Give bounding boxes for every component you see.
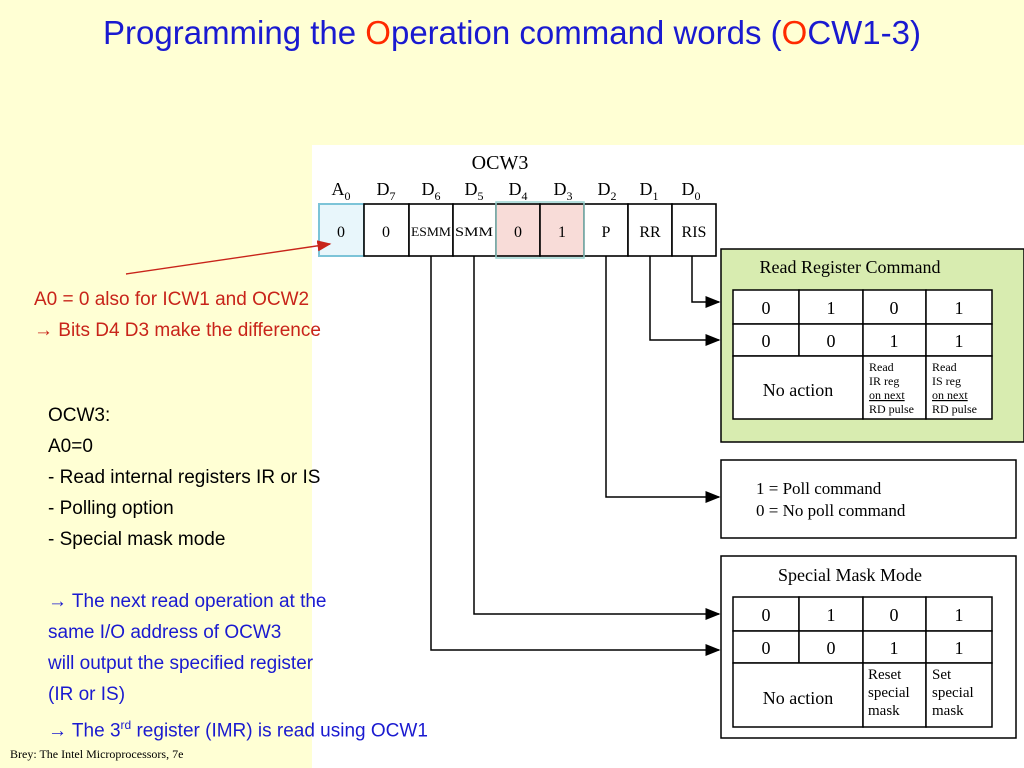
connector-lines [430, 256, 721, 656]
special-mask-mode-box: Special Mask Mode 0 1 0 1 0 0 1 1 No act… [720, 555, 1017, 739]
slide-title: Programming the Operation command words … [103, 14, 921, 51]
special-mask-title: Special Mask Mode [778, 565, 922, 585]
smm-row1-col2: 1 [827, 605, 836, 625]
smm-row1-col1: 0 [762, 605, 771, 625]
bit-cell-d0 [671, 203, 717, 257]
annotation-note: A0 = 0 also for ICW1 and OCW2 → Bits D4 … [34, 284, 321, 346]
smm-row1-col4: 1 [955, 605, 964, 625]
desc-line1: OCW3: [48, 405, 111, 426]
bit-value-smm: SMM [455, 224, 494, 239]
rr-read-is-line2: IS reg [932, 374, 961, 388]
smm-reset-line1: Reset [868, 667, 902, 683]
rr-row2-col4: 1 [955, 331, 964, 351]
poll-command-box: 1 = Poll command 0 = No poll command [720, 459, 1017, 539]
bit-value-esmm: ESMM [411, 224, 451, 239]
desc-line2: A0=0 [48, 436, 93, 457]
smm-row2-col2: 0 [827, 638, 836, 658]
bit-cell-d3 [539, 203, 585, 257]
desc-line7: same I/O address of OCW3 [48, 622, 282, 643]
rr-read-is-line3: on next [932, 388, 968, 402]
poll-connector [605, 256, 721, 503]
bit-header-d5: D5 [465, 179, 484, 203]
smm-no-action: No action [763, 688, 833, 708]
ocw3-heading: OCW3 [472, 152, 529, 174]
bit-header-d6: D6 [422, 179, 441, 203]
desc-line10: → The 3rd register (IMR) is read using O… [48, 718, 428, 742]
annotation-arrow [125, 240, 332, 275]
smm-connector [473, 256, 721, 620]
bit-header-d0: D0 [682, 179, 701, 203]
bit-header-d7: D7 [377, 179, 396, 203]
arrow-right-icon: → [34, 320, 53, 341]
rr-read-ir-line2: IR reg [869, 374, 899, 388]
smm-reset-line2: special [868, 685, 910, 701]
poll-line1: 1 = Poll command [756, 479, 882, 498]
rr-connector [649, 256, 721, 346]
bit-value-rr: RR [639, 224, 661, 241]
bit-value-p: P [602, 224, 611, 241]
desc-line5: - Special mask mode [48, 529, 226, 550]
bit-header-d2: D2 [598, 179, 617, 203]
read-register-title: Read Register Command [760, 257, 941, 277]
rr-read-is-line4: RD pulse [932, 402, 977, 416]
smm-set-line2: special [932, 685, 974, 701]
bit-cell-d1 [627, 203, 673, 257]
bit-header-d3: D3 [554, 179, 573, 203]
note-line2: → Bits D4 D3 make the difference [34, 320, 321, 341]
d4-d3-highlight [495, 201, 585, 259]
ocw3-diagram: OCW3 A0 D7 D6 D5 D4 D3 D2 D1 D0 0 0 ESMM… [312, 145, 1024, 768]
description-text: OCW3: A0=0 - Read internal registers IR … [48, 400, 428, 746]
bit-header-row: A0 D7 D6 D5 D4 D3 D2 D1 D0 [332, 179, 701, 203]
bit-value-d7: 0 [382, 224, 390, 241]
bit-header-d1: D1 [640, 179, 659, 203]
rr-read-is-line1: Read [932, 360, 957, 374]
smm-set-line1: Set [932, 667, 952, 683]
arrow-right-icon: → [48, 720, 67, 742]
smm-row2-col1: 0 [762, 638, 771, 658]
rr-row1-col1: 0 [762, 298, 771, 318]
bit-cell-d2 [583, 203, 629, 257]
rr-no-action: No action [763, 380, 833, 400]
read-register-command-box: Read Register Command 0 1 0 1 0 0 1 1 No… [720, 248, 1024, 443]
smm-row2-col4: 1 [955, 638, 964, 658]
desc-line6: → The next read operation at the [48, 591, 327, 612]
rr-row2-col1: 0 [762, 331, 771, 351]
esmm-connector [430, 256, 721, 656]
rr-row1-col4: 1 [955, 298, 964, 318]
bit-value-d4: 0 [514, 224, 522, 241]
poll-line2: 0 = No poll command [756, 501, 906, 520]
rr-row2-col3: 1 [890, 331, 899, 351]
bit-header-d4: D4 [509, 179, 528, 203]
arrow-right-icon: → [48, 591, 67, 612]
bit-cell-d7 [363, 203, 410, 257]
rr-read-ir-line4: RD pulse [869, 402, 914, 416]
ris-connector [691, 256, 721, 308]
smm-reset-line3: mask [868, 703, 900, 719]
desc-line8: will output the specified register [48, 653, 314, 674]
rr-row1-col2: 1 [827, 298, 836, 318]
bit-value-ris: RIS [682, 224, 707, 241]
bit-value-a0: 0 [337, 224, 345, 241]
desc-line9: (IR or IS) [48, 684, 126, 705]
bit-header-a0: A0 [332, 179, 351, 203]
desc-line3: - Read internal registers IR or IS [48, 467, 321, 488]
rr-row2-col2: 0 [827, 331, 836, 351]
desc-line4: - Polling option [48, 498, 174, 519]
smm-row2-col3: 1 [890, 638, 899, 658]
rr-read-ir-line1: Read [869, 360, 894, 374]
rr-row1-col3: 0 [890, 298, 899, 318]
rr-read-ir-line3: on next [869, 388, 905, 402]
bit-value-d3: 1 [558, 224, 566, 241]
bit-cell-d5 [452, 203, 497, 257]
note-line1: A0 = 0 also for ICW1 and OCW2 [34, 289, 310, 310]
smm-set-line3: mask [932, 703, 964, 719]
smm-row1-col3: 0 [890, 605, 899, 625]
citation: Brey: The Intel Microprocessors, 7e [10, 747, 184, 761]
